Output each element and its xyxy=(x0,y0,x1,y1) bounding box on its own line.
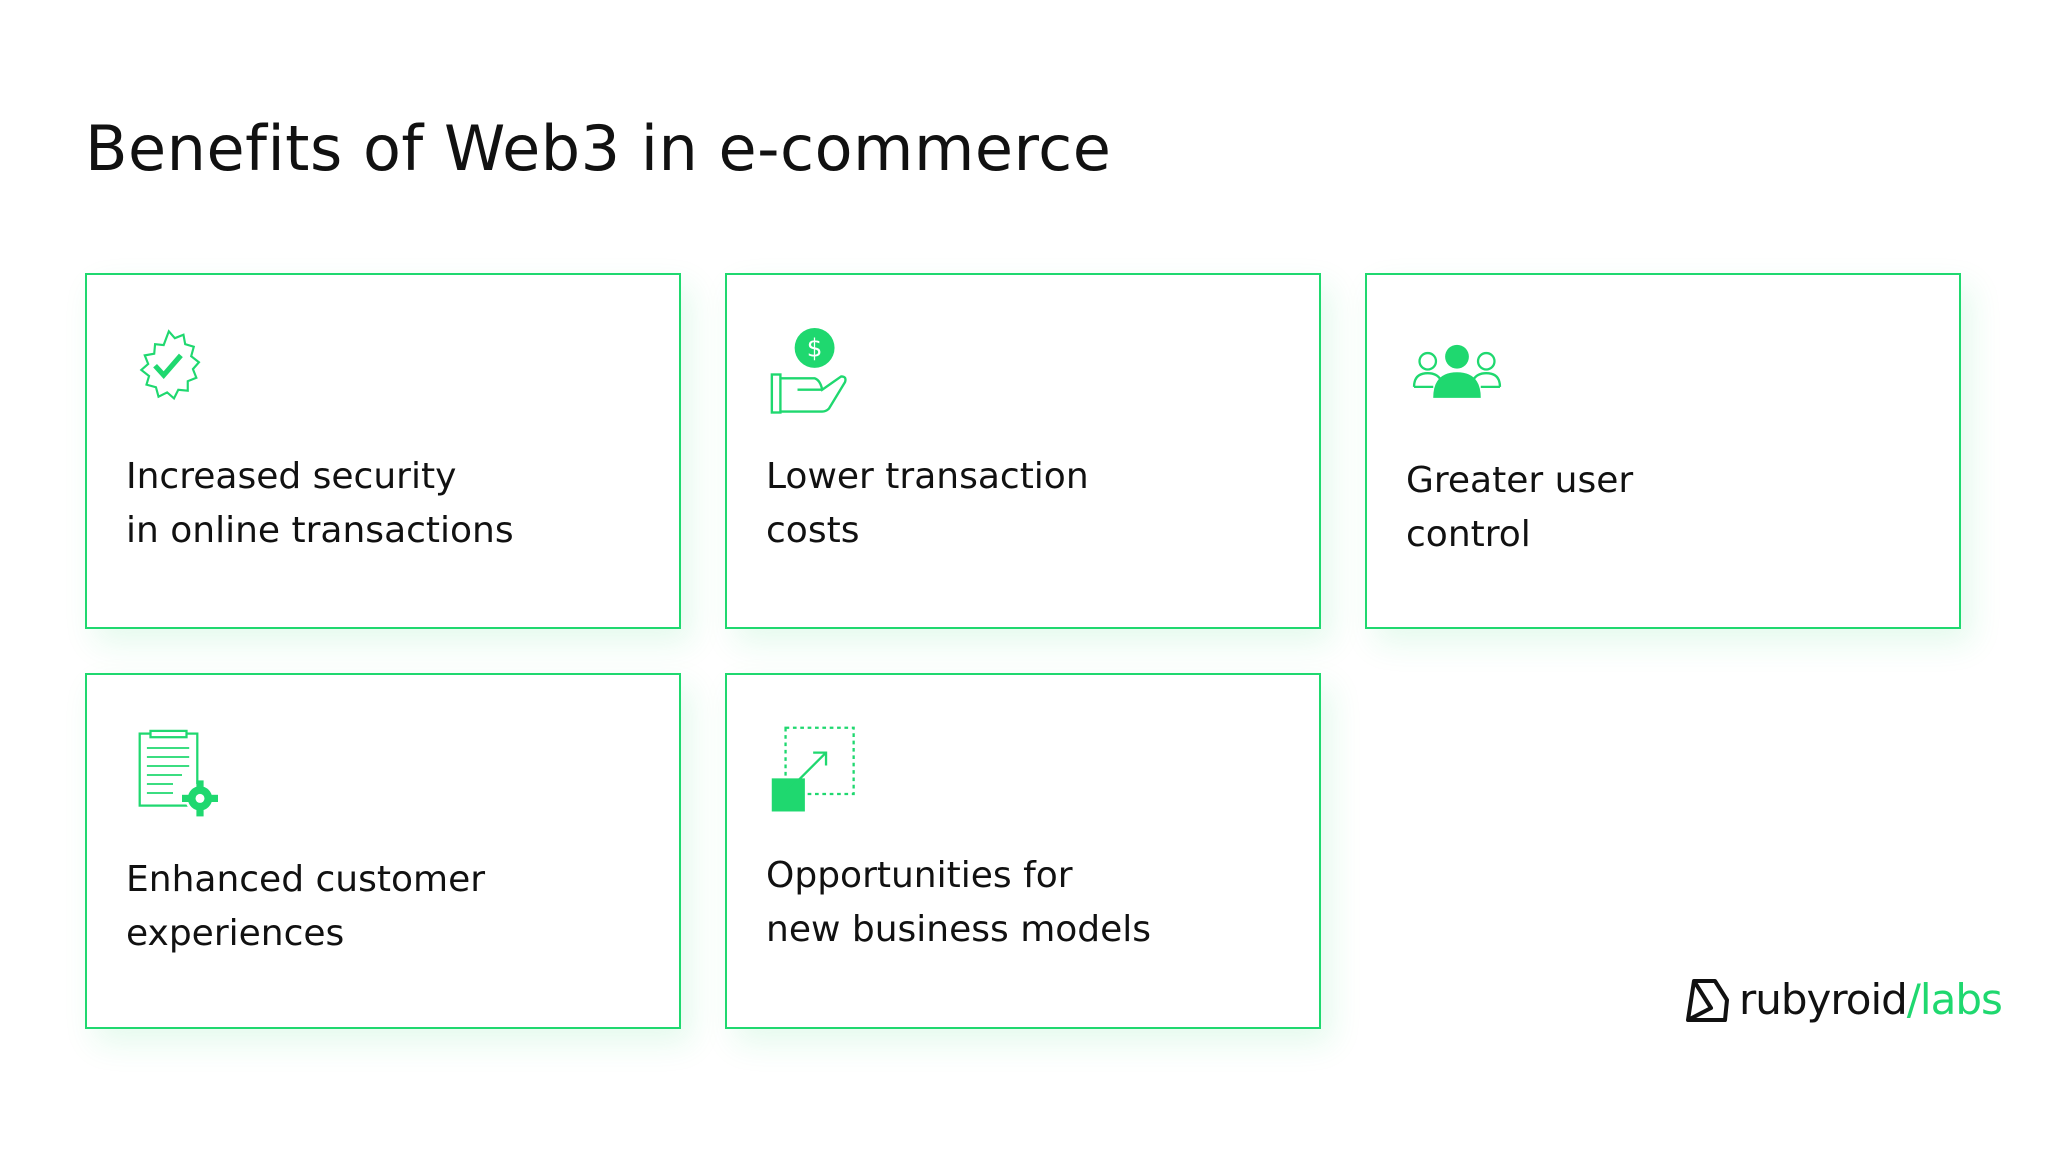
users-group-icon xyxy=(1412,344,1502,398)
benefit-card-business-models: Opportunities for new business models xyxy=(725,673,1321,1029)
verified-badge-icon xyxy=(139,329,201,401)
card-title-line: Opportunities for xyxy=(766,855,1073,896)
ruby-gem-icon xyxy=(1686,978,1729,1022)
benefit-card-costs: $ Lower transaction costs xyxy=(725,273,1321,629)
card-title-line: costs xyxy=(766,510,860,551)
document-gear-icon xyxy=(138,729,218,817)
benefit-card-security: Increased security in online transactions xyxy=(85,273,681,629)
card-title-line: new business models xyxy=(766,909,1152,950)
card-title-line: experiences xyxy=(126,913,345,954)
card-title-line: Lower transaction xyxy=(766,456,1089,497)
scale-up-icon xyxy=(771,726,855,812)
logo-text: rubyroid/labs xyxy=(1739,975,2003,1024)
card-title-line: Greater user xyxy=(1406,460,1634,501)
card-title-line: control xyxy=(1406,514,1531,555)
card-title-line: Enhanced customer xyxy=(126,859,486,900)
svg-text:$: $ xyxy=(807,333,823,362)
hand-coin-icon: $ xyxy=(770,327,847,414)
rubyroid-labs-logo: rubyroid/labs xyxy=(1685,975,2003,1024)
benefit-card-experience: Enhanced customer experiences xyxy=(85,673,681,1029)
page-title: Benefits of Web3 in e-commerce xyxy=(85,112,1112,185)
benefit-card-control: Greater user control xyxy=(1365,273,1961,629)
card-title-line: Increased security xyxy=(126,456,457,497)
card-title-line: in online transactions xyxy=(126,510,514,551)
